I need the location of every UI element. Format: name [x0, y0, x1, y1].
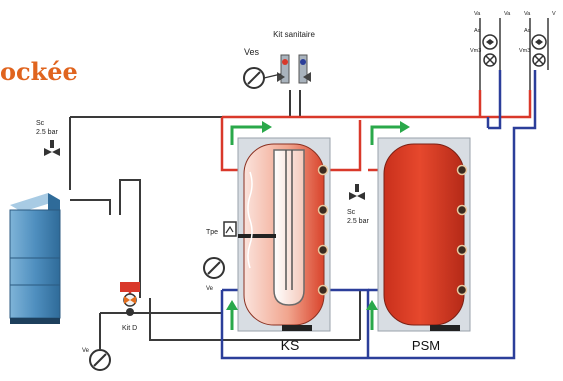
kit-d-pump-icon [120, 282, 140, 316]
cold-pipes [220, 70, 537, 360]
valve2-v-right: V [552, 11, 556, 17]
sc-mid-label-line2: 2.5 bar [347, 218, 369, 225]
valve2-va-left: Va [524, 11, 531, 17]
valve1-va-right: Va [504, 11, 511, 17]
sc-left-label-line2: 2.5 bar [36, 129, 58, 136]
hot-pipes [128, 90, 532, 300]
neutral-pipes [69, 90, 378, 341]
ve-gauge-bottom-icon [89, 313, 111, 371]
valve2-ac: Ac [524, 28, 531, 34]
valve2-vm: Vm3 [519, 48, 530, 54]
tank-psm [377, 137, 471, 332]
ks-label: KS [281, 337, 300, 353]
safety-valve-left-icon [44, 140, 60, 156]
ve-bottom-label: Ve [82, 348, 90, 354]
psm-label: PSM [412, 338, 440, 353]
flow-arrows [226, 121, 410, 330]
tpe-thermostat-icon [223, 221, 237, 237]
mixing-valve-group-1 [479, 18, 501, 90]
valve1-ac: Ac [474, 28, 481, 34]
kit-sanitaire [277, 54, 311, 84]
tpe-label: Tpe [206, 229, 218, 236]
sc-left-label-line1: Sc [36, 120, 45, 127]
ve-left-label: Ve [206, 286, 214, 292]
valve1-va-left: Va [474, 11, 481, 17]
valve1-vm: Vm3 [470, 48, 481, 54]
ves-label: Ves [244, 47, 260, 57]
kit-d-label: Kit D [122, 325, 137, 332]
kit-sanitaire-label: Kit sanitaire [273, 30, 315, 39]
mixing-valve-group-2 [529, 18, 549, 90]
tank-ks [237, 137, 331, 332]
tank-sensor-ports [317, 164, 468, 296]
ves-gauge-icon [243, 67, 282, 89]
safety-valve-mid-icon [349, 184, 365, 200]
page-title-fragment: ockée [0, 57, 78, 86]
boiler [9, 193, 61, 324]
ve-gauge-left-icon [203, 257, 225, 279]
sc-mid-label-line1: Sc [347, 209, 356, 216]
